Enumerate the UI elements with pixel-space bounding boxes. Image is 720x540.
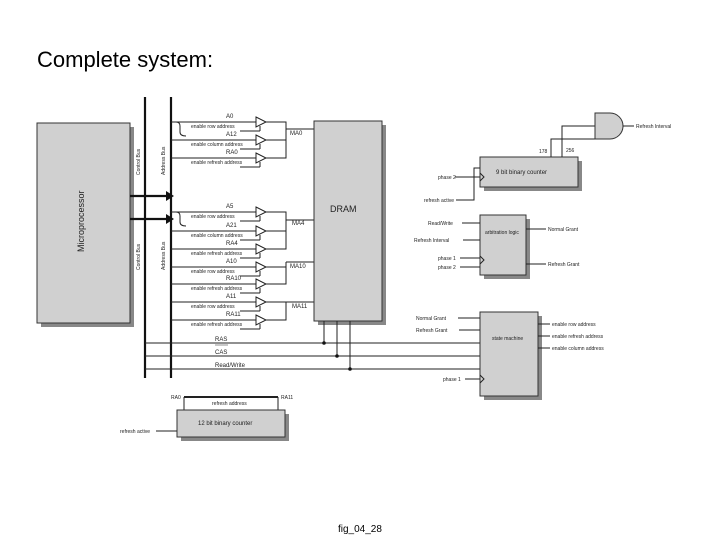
refresh-grant-in: Refresh Grant: [416, 328, 448, 334]
count-178: 178: [539, 149, 548, 155]
ra11-bottom: RA11: [281, 395, 293, 401]
refresh-interval-in: Refresh Interval: [414, 238, 449, 244]
mux-enable-label: enable column address: [191, 142, 243, 148]
mux-gate: A10 enable row address: [171, 259, 287, 277]
ma4-label: MA4: [292, 221, 305, 227]
cas-label: CAS: [215, 350, 227, 356]
counter9-label: 9 bit binary counter: [496, 170, 547, 176]
refresh-address-label: refresh address: [212, 401, 247, 407]
refresh-interval-out: Refresh Interval: [636, 124, 671, 130]
microprocessor-block: Microprocessor: [36, 122, 134, 327]
phase1-arb: phase 1: [438, 256, 456, 262]
buses: Control Bus Address Bus Control Bus Addr…: [130, 97, 174, 378]
mux-gate: RA11 enable refresh address: [171, 302, 287, 330]
phase1-sm: phase 1: [443, 377, 461, 383]
mux-signal-label: A12: [226, 132, 237, 138]
phase2-arb: phase 2: [438, 265, 456, 271]
control-bus-label-top: Control Bus: [136, 148, 142, 175]
mux-signal-label: A0: [226, 114, 234, 120]
counter-12bit: RA0 RA11 refresh address 12 bit binary c…: [120, 395, 293, 441]
mux-signal-label: A5: [226, 204, 234, 210]
dram-label: DRAM: [330, 204, 357, 214]
arbitration-label: arbitration logic: [485, 230, 519, 236]
mux-gate: RA10 enable refresh address: [171, 262, 287, 294]
mux-enable-label: enable row address: [191, 269, 235, 275]
counter-9bit: 9 bit binary counter 178 256 Refresh Int…: [424, 112, 671, 204]
normal-grant-in: Normal Grant: [416, 316, 447, 322]
mux-signal-label: A11: [226, 294, 237, 300]
mux-signal-label: RA10: [226, 276, 242, 282]
state-machine-label: state machine: [492, 336, 523, 342]
ra0-bottom: RA0: [171, 395, 181, 401]
refresh-active-bottom: refresh active: [120, 429, 150, 435]
count-256: 256: [566, 148, 575, 154]
enable-refresh-out: enable refresh address: [552, 334, 604, 340]
refresh-active-top: refresh active: [424, 198, 454, 204]
ma11-label: MA11: [292, 304, 308, 310]
control-lines: RAS CAS Read/Write: [145, 321, 480, 371]
mux-signal-label: RA4: [226, 241, 238, 247]
address-bus-label-top: Address Bus: [161, 146, 167, 175]
mux-enable-label: enable refresh address: [191, 251, 243, 257]
ras-label: RAS: [215, 337, 227, 343]
mux-signal-label: A10: [226, 259, 237, 265]
mux-enable-label: enable column address: [191, 233, 243, 239]
mux-gate: A21 enable column address: [171, 220, 287, 241]
refresh-grant-out: Refresh Grant: [548, 262, 580, 268]
ma0-label: MA0: [290, 131, 303, 137]
normal-grant-out: Normal Grant: [548, 227, 579, 233]
mux-gate: A5 enable row address: [171, 204, 287, 222]
enable-row-out: enable row address: [552, 322, 596, 328]
state-machine: state machine Normal Grant Refresh Grant…: [416, 311, 604, 400]
mux-signal-label: RA0: [226, 150, 238, 156]
mux-enable-label: enable row address: [191, 214, 235, 220]
address-bus-label-bottom: Address Bus: [161, 241, 167, 270]
mux-gate: A0 enable row address: [171, 114, 287, 132]
mux-gate: A11 enable row address: [171, 294, 286, 312]
mux-signal-label: A21: [226, 223, 237, 229]
counter12-label: 12 bit binary counter: [198, 421, 252, 427]
mux-gate: RA4 enable refresh address: [171, 220, 287, 259]
phase2-counter-label: phase 2: [438, 175, 456, 181]
mux-signal-label: RA11: [226, 312, 241, 318]
read-write-label: Read/Write: [215, 363, 246, 369]
enable-column-out: enable column address: [552, 346, 604, 352]
microprocessor-label: Microprocessor: [76, 190, 86, 252]
dram-block: DRAM: [313, 120, 386, 325]
mux-enable-label: enable row address: [191, 124, 235, 130]
slide-title: Complete system:: [37, 47, 214, 72]
ma10-label: MA10: [290, 264, 306, 270]
mux-enable-label: enable row address: [191, 304, 235, 310]
figure-caption: fig_04_28: [338, 524, 382, 535]
mux-enable-label: enable refresh address: [191, 160, 243, 166]
mux-gate: RA0 enable refresh address: [171, 129, 287, 168]
control-bus-label-bottom: Control Bus: [136, 243, 142, 270]
mux-gate: A12 enable column address: [171, 129, 287, 150]
mux-enable-label: enable refresh address: [191, 286, 243, 292]
read-write-in: Read/Write: [428, 221, 453, 227]
arbitration-logic: arbitration logic Read/Write Refresh Int…: [414, 214, 580, 279]
mux-enable-label: enable refresh address: [191, 322, 243, 328]
